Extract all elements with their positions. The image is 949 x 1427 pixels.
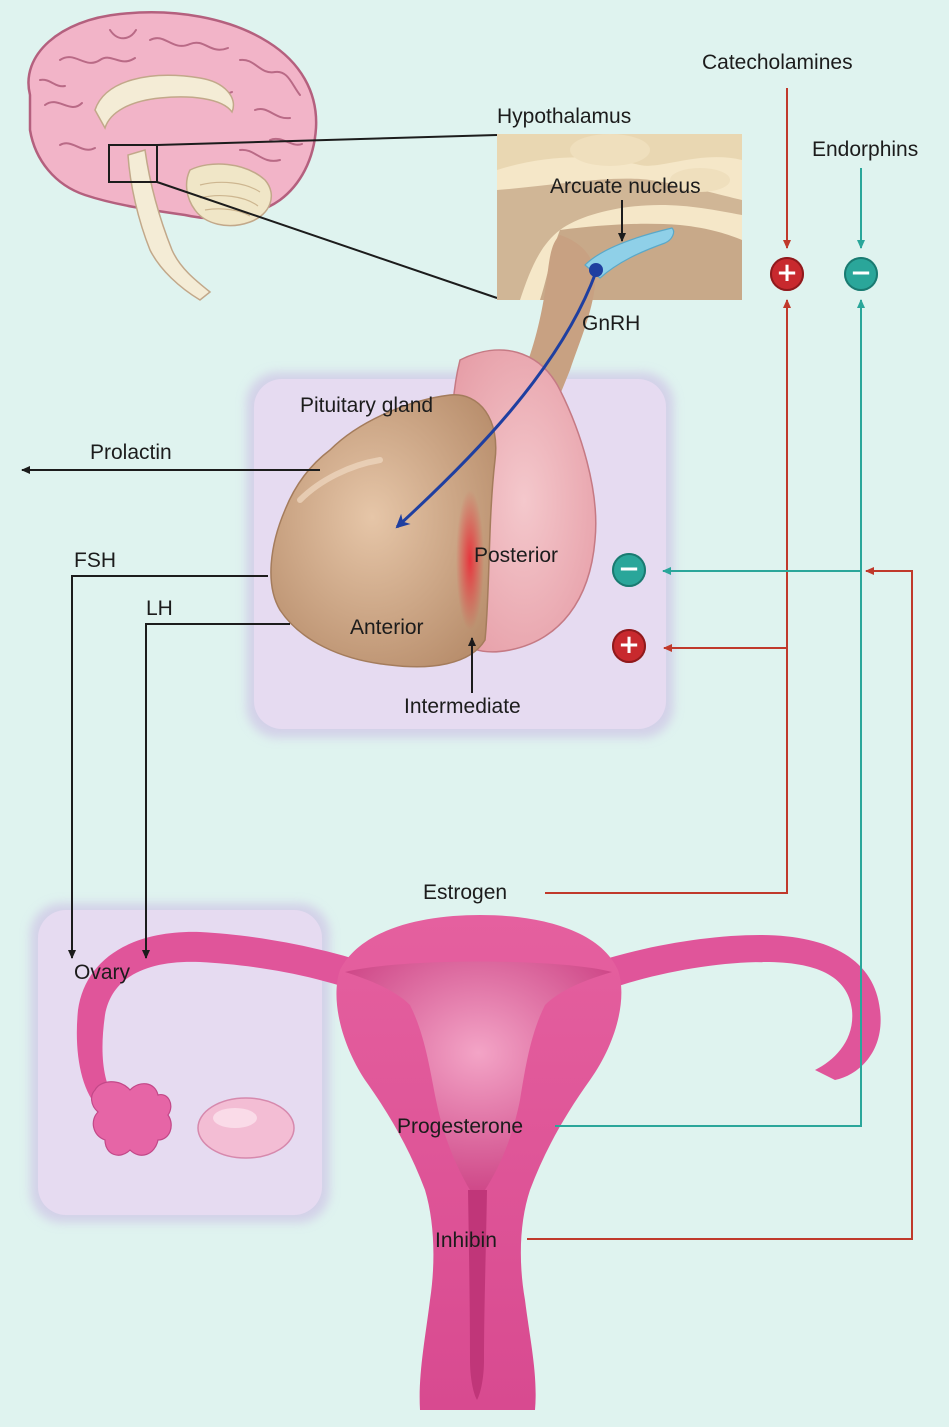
estrogen-label: Estrogen	[423, 882, 507, 903]
ovary-shape	[198, 1098, 294, 1158]
gnrh-label: GnRH	[582, 313, 640, 334]
progesterone-label: Progesterone	[397, 1116, 523, 1137]
catecholamines-label: Catecholamines	[702, 52, 853, 73]
brain-illustration	[28, 12, 316, 300]
hypothalamus-inset	[497, 134, 742, 300]
pituitary-gland-label: Pituitary gland	[300, 395, 433, 416]
posterior-label: Posterior	[474, 545, 558, 566]
anterior-label: Anterior	[350, 617, 424, 638]
hypothalamus-label: Hypothalamus	[497, 106, 631, 127]
pituitary-plus-icon: +	[612, 629, 646, 663]
inhibin-label: Inhibin	[435, 1230, 497, 1251]
endorphins-label: Endorphins	[812, 139, 918, 160]
pituitary-minus-icon: −	[612, 553, 646, 587]
lh-label: LH	[146, 598, 173, 619]
intermediate-label: Intermediate	[404, 696, 521, 717]
fsh-label: FSH	[74, 550, 116, 571]
catecholamines-plus-icon: +	[770, 257, 804, 291]
fsh-arrow	[72, 576, 268, 958]
ovary-label: Ovary	[74, 962, 130, 983]
arcuate-nucleus-label: Arcuate nucleus	[550, 176, 701, 197]
endorphins-minus-icon: −	[844, 257, 878, 291]
prolactin-label: Prolactin	[90, 442, 172, 463]
